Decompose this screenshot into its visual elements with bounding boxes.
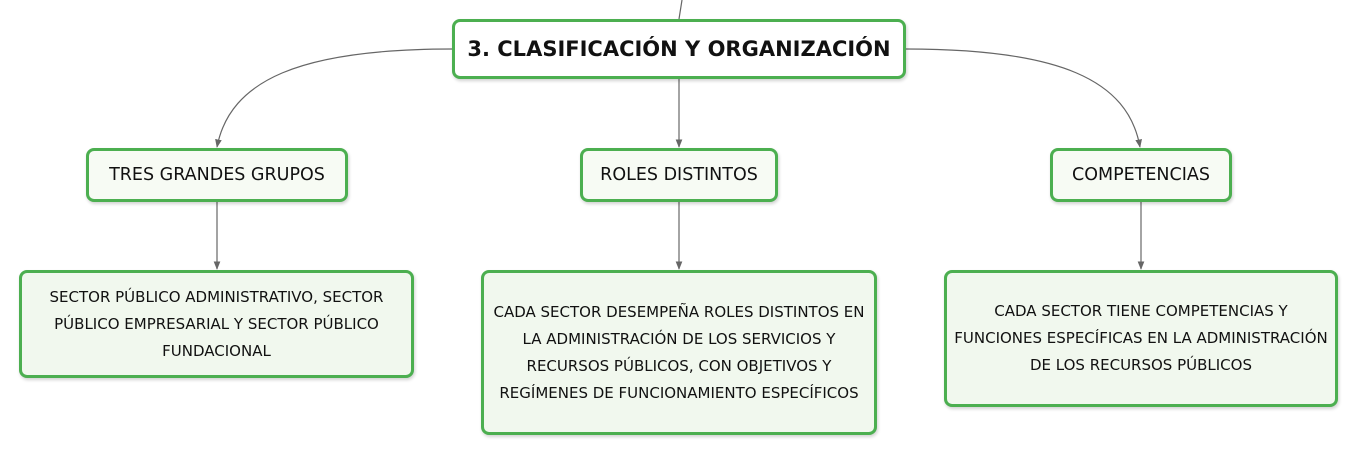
connector-root-grupos — [215, 48, 453, 148]
branch-node-roles-distintos[interactable]: ROLES DISTINTOS — [580, 148, 778, 202]
root-node-label: 3. CLASIFICACIÓN Y ORGANIZACIÓN — [467, 37, 891, 61]
branch-node-tres-grandes-grupos[interactable]: TRES GRANDES GRUPOS — [86, 148, 348, 202]
detail-node-text: CADA SECTOR TIENE COMPETENCIAS Y FUNCION… — [954, 302, 1328, 374]
branch-node-competencias[interactable]: COMPETENCIAS — [1050, 148, 1232, 202]
detail-node-roles-distintos[interactable]: CADA SECTOR DESEMPEÑA ROLES DISTINTOS EN… — [481, 270, 877, 435]
branch-node-label: TRES GRANDES GRUPOS — [109, 165, 325, 185]
parent-connector — [678, 0, 683, 20]
detail-node-text: SECTOR PÚBLICO ADMINISTRATIVO, SECTOR PÚ… — [49, 287, 384, 360]
detail-node-text: CADA SECTOR DESEMPEÑA ROLES DISTINTOS EN… — [493, 302, 865, 402]
root-node[interactable]: 3. CLASIFICACIÓN Y ORGANIZACIÓN — [452, 19, 906, 79]
branch-node-label: ROLES DISTINTOS — [600, 165, 758, 185]
connector-root-competencias — [905, 48, 1142, 148]
detail-node-tres-grandes-grupos[interactable]: SECTOR PÚBLICO ADMINISTRATIVO, SECTOR PÚ… — [19, 270, 414, 378]
branch-node-label: COMPETENCIAS — [1071, 165, 1210, 185]
detail-node-competencias[interactable]: CADA SECTOR TIENE COMPETENCIAS Y FUNCION… — [944, 270, 1338, 407]
